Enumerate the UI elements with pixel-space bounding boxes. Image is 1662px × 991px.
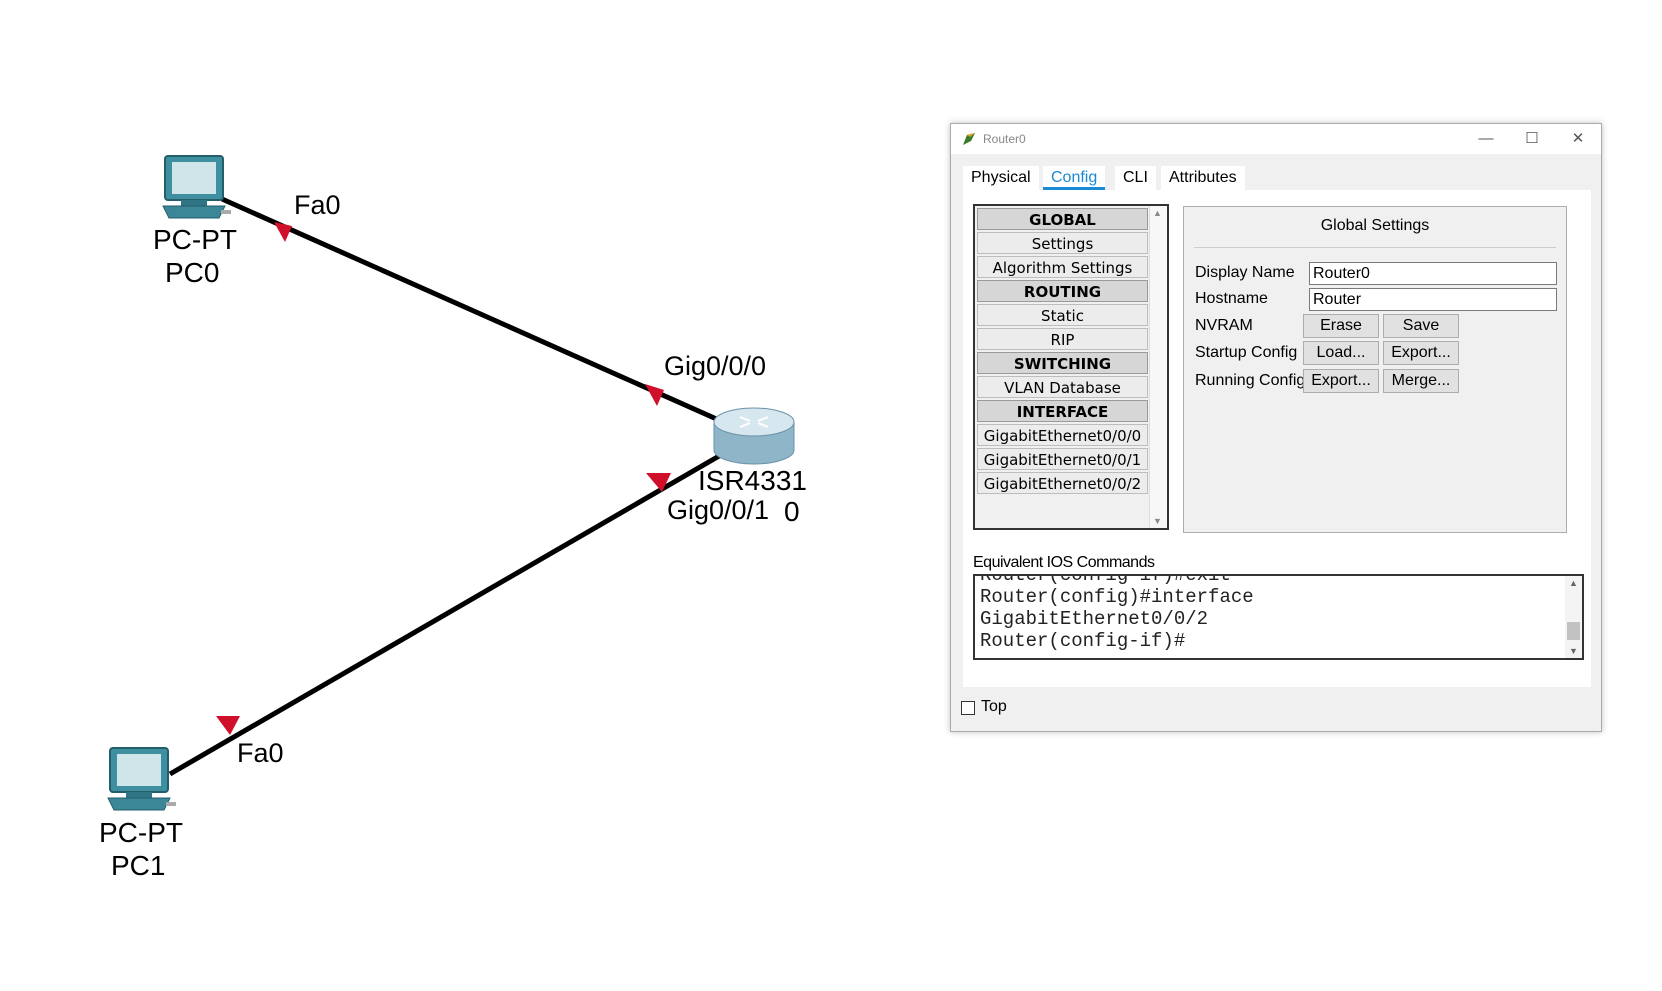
tab-cli[interactable]: CLI xyxy=(1115,166,1156,190)
link-status-pc1-port xyxy=(216,716,240,735)
link-pc0-router[interactable] xyxy=(220,196,732,428)
erase-button[interactable]: Erase xyxy=(1303,314,1379,338)
divider xyxy=(1194,247,1556,248)
close-button[interactable]: ✕ xyxy=(1571,130,1585,147)
nav-item[interactable]: VLAN Database xyxy=(977,376,1148,398)
router-model-label: ISR4331 xyxy=(698,465,807,496)
nav-section-header: ROUTING xyxy=(977,280,1148,302)
link-status-pc0-port xyxy=(274,222,292,242)
hostname-input[interactable]: Router xyxy=(1309,288,1557,311)
tab-attributes[interactable]: Attributes xyxy=(1161,166,1245,190)
ios-line: GigabitEthernet0/0/2 xyxy=(980,608,1209,630)
link-status-router-gig000 xyxy=(645,384,664,406)
maximize-button[interactable]: ☐ xyxy=(1525,130,1539,147)
nav-item[interactable]: RIP xyxy=(977,328,1148,350)
top-checkbox[interactable] xyxy=(961,701,975,715)
pc0-port-label: Fa0 xyxy=(294,190,341,220)
pc-icon xyxy=(107,747,176,811)
router-icon xyxy=(713,407,795,465)
display-name-input[interactable]: Router0 xyxy=(1309,262,1557,285)
title-bar[interactable]: Router0 — ☐ ✕ xyxy=(951,124,1601,154)
link-status-router-gig001 xyxy=(646,473,671,492)
router0-device[interactable] xyxy=(713,407,795,465)
router-name-label: 0 xyxy=(784,496,800,527)
nav-item[interactable]: Settings xyxy=(977,232,1148,254)
router0-window[interactable]: Router0 — ☐ ✕ Physical Config CLI Attrib… xyxy=(950,123,1602,732)
router-port-gig000-label: Gig0/0/0 xyxy=(664,351,766,381)
topology-canvas[interactable]: Fa0 PC-PT PC0 Gig0/0/0 ISR4331 Gig0/0/1 … xyxy=(0,0,950,991)
pc1-model-label: PC-PT xyxy=(99,817,183,848)
nav-item[interactable]: GigabitEthernet0/0/0 xyxy=(977,424,1148,446)
link-pc1-router[interactable] xyxy=(168,449,728,777)
scroll-down-icon[interactable]: ▼ xyxy=(1153,516,1162,526)
pc1-name-label: PC1 xyxy=(111,850,165,881)
nav-item[interactable]: Static xyxy=(977,304,1148,326)
ios-commands-output[interactable]: Router(config-if)#exit Router(config)#in… xyxy=(973,574,1584,660)
export-running-button[interactable]: Export... xyxy=(1303,369,1379,393)
ios-line: Router(config-if)# xyxy=(980,630,1186,652)
ios-line: Router(config)#interface xyxy=(980,586,1254,608)
nav-item[interactable]: Algorithm Settings xyxy=(977,256,1148,278)
running-config-label: Running Config xyxy=(1195,372,1306,389)
nav-section-header: INTERFACE xyxy=(977,400,1148,422)
export-startup-button[interactable]: Export... xyxy=(1383,341,1459,365)
scroll-down-icon[interactable]: ▼ xyxy=(1569,646,1578,656)
packet-tracer-icon xyxy=(963,133,975,145)
minimize-button[interactable]: — xyxy=(1478,130,1494,147)
nav-item[interactable]: GigabitEthernet0/0/2 xyxy=(977,472,1148,494)
scroll-up-icon[interactable]: ▲ xyxy=(1153,208,1162,218)
global-settings-title: Global Settings xyxy=(1320,217,1430,234)
pc0-device[interactable] xyxy=(162,155,231,219)
scroll-thumb[interactable] xyxy=(1567,622,1580,640)
ios-scrollbar[interactable]: ▲ ▼ xyxy=(1565,576,1582,658)
tab-config[interactable]: Config xyxy=(1043,166,1106,190)
global-settings-panel: Global Settings Display Name Router0 Hos… xyxy=(1183,206,1567,533)
nav-item[interactable]: GigabitEthernet0/0/1 xyxy=(977,448,1148,470)
nav-section-header: GLOBAL xyxy=(977,208,1148,230)
ios-commands-label: Equivalent IOS Commands xyxy=(973,554,1155,571)
window-title: Router0 xyxy=(983,132,1026,146)
tab-physical[interactable]: Physical xyxy=(963,166,1039,190)
save-button[interactable]: Save xyxy=(1383,314,1459,338)
nvram-label: NVRAM xyxy=(1195,317,1253,334)
pc0-model-label: PC-PT xyxy=(153,224,237,255)
pc1-port-label: Fa0 xyxy=(237,738,284,768)
pc-icon xyxy=(162,155,231,219)
router-port-gig001-label: Gig0/0/1 xyxy=(667,495,769,525)
scroll-up-icon[interactable]: ▲ xyxy=(1569,578,1578,588)
startup-config-label: Startup Config xyxy=(1195,344,1298,361)
top-checkbox-label: Top xyxy=(981,698,1007,715)
ios-line: Router(config-if)#exit xyxy=(980,574,1231,586)
load-startup-button[interactable]: Load... xyxy=(1303,341,1379,365)
nav-section-header: SWITCHING xyxy=(977,352,1148,374)
display-name-label: Display Name xyxy=(1195,264,1295,281)
hostname-label: Hostname xyxy=(1195,290,1268,307)
pc0-name-label: PC0 xyxy=(165,257,219,288)
merge-running-button[interactable]: Merge... xyxy=(1383,369,1459,393)
nav-scrollbar[interactable]: ▲ ▼ xyxy=(1149,206,1167,528)
pc1-device[interactable] xyxy=(107,747,176,811)
